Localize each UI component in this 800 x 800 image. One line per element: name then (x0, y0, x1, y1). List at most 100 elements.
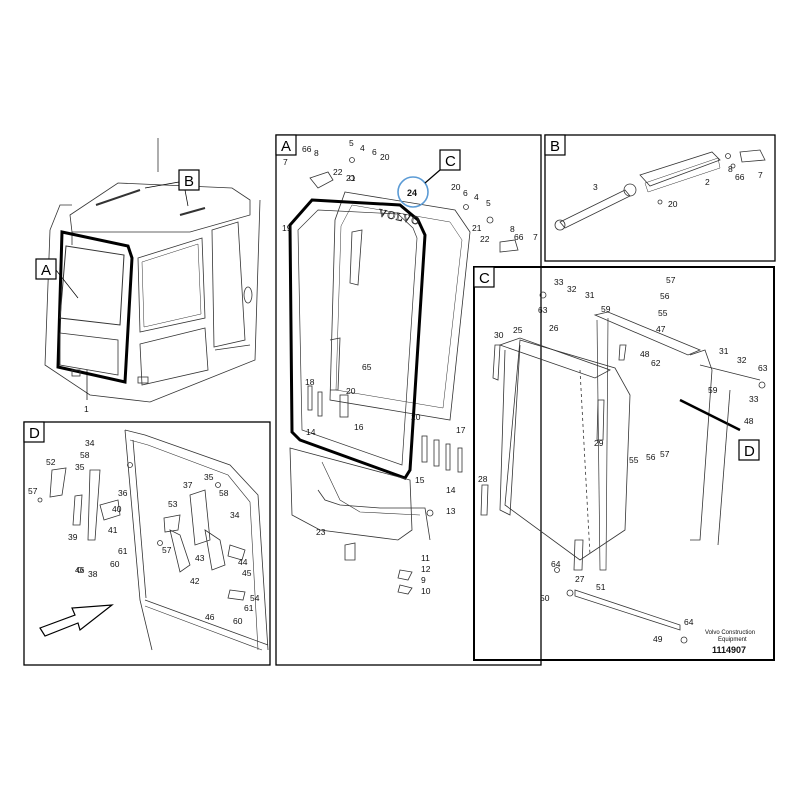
label-c-48: 48 (640, 349, 650, 359)
credit-block: Volvo Construction Equipment 1114907 (705, 630, 755, 655)
panel-c-letter: C (479, 270, 490, 287)
label-d-38: 38 (88, 569, 98, 579)
label-c-47: 47 (656, 324, 666, 334)
label-c-32b: 32 (737, 355, 747, 365)
label-a-17: 17 (456, 425, 466, 435)
overview-leaders (55, 181, 189, 400)
label-d-44: 44 (238, 557, 248, 567)
label-d-58: 58 (80, 450, 90, 460)
detail-callout-c: C (439, 149, 461, 171)
label-d-46b: 46 (205, 612, 215, 622)
label-d-34b: 34 (230, 510, 240, 520)
label-a-7: 7 (283, 157, 288, 167)
label-c-64: 64 (551, 559, 561, 569)
leader-24 (424, 169, 441, 184)
label-c-62: 62 (651, 358, 661, 368)
label-a-14: 14 (306, 427, 316, 437)
label-a-5: 5 (349, 138, 354, 148)
label-a-6b: 6 (463, 188, 468, 198)
overview-callout-a-text: A (41, 262, 51, 279)
label-c-57: 57 (666, 275, 676, 285)
label-d-42: 42 (190, 576, 200, 586)
label-a-8: 8 (314, 148, 319, 158)
label-a-16: 16 (354, 422, 364, 432)
label-c-31: 31 (585, 290, 595, 300)
panel-a-labels: 66 8 7 22 21 5 4 6 20 20 6 4 5 19 21 22 … (282, 138, 538, 596)
detail-callout-c-text: C (445, 153, 456, 170)
label-d-52: 52 (46, 457, 56, 467)
label-d-35b: 35 (204, 472, 214, 482)
label-d-60b: 60 (233, 616, 243, 626)
panel-c-labels: 57 56 55 47 33 32 31 63 59 30 25 26 48 6… (478, 275, 768, 644)
detail-callout-d: D (738, 439, 760, 461)
label-c-50: 50 (540, 593, 550, 603)
label-d-58b: 58 (219, 488, 229, 498)
panel-c: C (473, 266, 775, 661)
label-d-35: 35 (75, 462, 85, 472)
panel-b-letter: B (550, 138, 560, 155)
label-d-37: 37 (183, 480, 193, 490)
label-d-57b: 57 (162, 545, 172, 555)
label-d-39: 39 (68, 532, 78, 542)
overview-callout-b-text: B (184, 173, 194, 190)
label-a-9: 9 (421, 575, 426, 585)
label-d-57: 57 (28, 486, 38, 496)
label-b-7: 7 (758, 170, 763, 180)
credit-line2: Equipment (718, 637, 747, 643)
overview-part-1: 1 (84, 404, 89, 414)
label-c-27: 27 (575, 574, 585, 584)
overview-callout-b: B (178, 169, 200, 191)
label-a-21b: 21 (472, 223, 482, 233)
label-a-8b: 8 (510, 224, 515, 234)
label-a-65: 65 (362, 362, 372, 372)
label-a-20b: 20 (451, 182, 461, 192)
label-c-49: 49 (653, 634, 663, 644)
label-b-3: 3 (593, 182, 598, 192)
label-a-23: 23 (316, 527, 326, 537)
label-c-64b: 64 (684, 617, 694, 627)
label-c-55b: 55 (629, 455, 639, 465)
label-c-63: 63 (538, 305, 548, 315)
panel-b: B (544, 134, 776, 262)
label-a-10: 10 (421, 586, 431, 596)
label-c-29: 29 (594, 438, 604, 448)
label-a-12: 12 (421, 564, 431, 574)
label-a-14b: 14 (446, 485, 456, 495)
label-d-34: 34 (85, 438, 95, 448)
label-c-26: 26 (549, 323, 559, 333)
label-d-45: 45 (242, 568, 252, 578)
label-b-66: 66 (735, 172, 745, 182)
label-d-46: 46 (75, 565, 85, 575)
label-a-5b: 5 (486, 198, 491, 208)
label-c-28: 28 (478, 474, 488, 484)
label-d-36: 36 (118, 488, 128, 498)
label-c-48b: 48 (744, 416, 754, 426)
label-a-20: 20 (380, 152, 390, 162)
label-c-56b: 56 (646, 452, 656, 462)
label-d-40: 40 (112, 504, 122, 514)
label-c-33b: 33 (749, 394, 759, 404)
label-d-61: 61 (118, 546, 128, 556)
label-c-33: 33 (554, 277, 564, 287)
label-a-22b: 22 (480, 234, 490, 244)
panel-b-drawing (554, 149, 766, 231)
panel-d: D (23, 421, 271, 666)
overview-callout-a: A (35, 258, 57, 280)
label-a-18: 18 (305, 377, 315, 387)
label-c-55: 55 (658, 308, 668, 318)
label-b-8: 8 (728, 164, 733, 174)
label-c-63b: 63 (758, 363, 768, 373)
label-a-7b: 7 (533, 232, 538, 242)
panel-d-labels: 34 58 35 52 36 40 57 41 39 61 46 38 60 3… (28, 438, 260, 626)
volvo-logo-text: VOLVO (377, 207, 421, 228)
credit-line1: Volvo Construction (705, 630, 755, 636)
label-d-54: 54 (250, 593, 260, 603)
label-d-43: 43 (195, 553, 205, 563)
label-c-59: 59 (601, 304, 611, 314)
label-c-31b: 31 (719, 346, 729, 356)
panel-d-letter: D (29, 425, 40, 442)
label-c-51: 51 (596, 582, 606, 592)
label-a-20d: 20 (411, 412, 421, 422)
label-a-22: 22 (333, 167, 343, 177)
